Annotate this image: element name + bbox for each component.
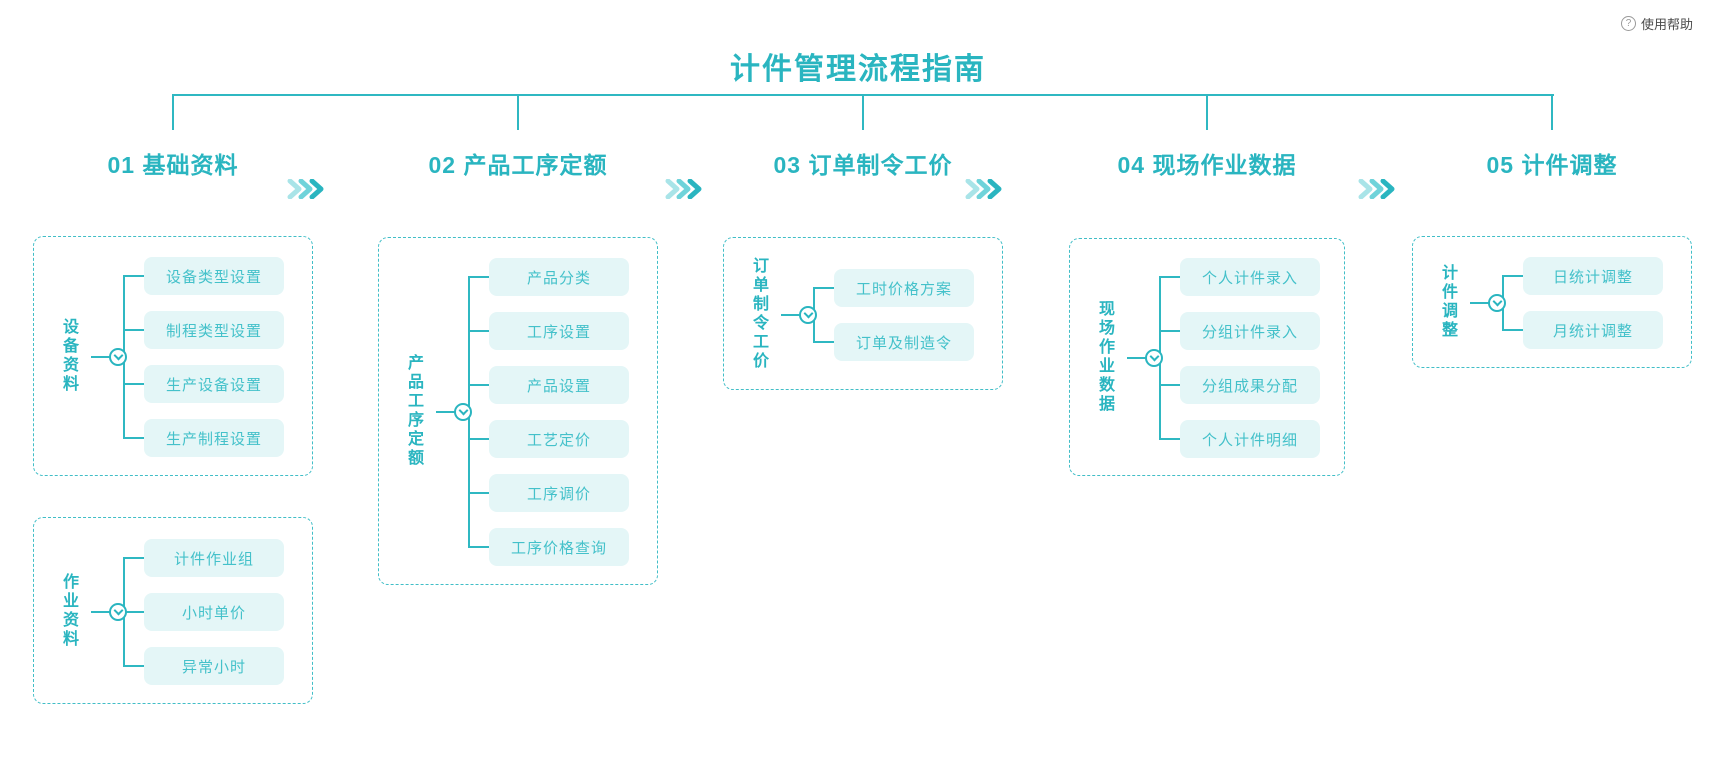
triple-chevron-right-icon bbox=[1358, 178, 1398, 200]
chevron-down-icon bbox=[1492, 296, 1502, 307]
connector-line bbox=[1159, 438, 1180, 440]
tree-node-item[interactable]: 工序调价 bbox=[489, 474, 629, 512]
tree-node-item[interactable]: 个人计件明细 bbox=[1180, 420, 1320, 458]
tree-node-item[interactable]: 日统计调整 bbox=[1523, 257, 1663, 295]
panel-label: 产品工序定额 bbox=[407, 355, 424, 467]
connector-line bbox=[468, 492, 489, 494]
connector-line bbox=[123, 329, 144, 331]
chevron-down-icon bbox=[803, 308, 813, 319]
help-label: 使用帮助 bbox=[1640, 17, 1693, 32]
connector-line bbox=[468, 384, 489, 386]
tree-node-item[interactable]: 产品分类 bbox=[489, 258, 629, 296]
question-circle-icon: ? bbox=[1620, 16, 1636, 31]
connector-line bbox=[781, 314, 801, 316]
triple-chevron-right-icon bbox=[287, 178, 327, 200]
connector-line bbox=[1502, 275, 1523, 277]
connector-line bbox=[123, 437, 144, 439]
chevron-down-circle-toggle[interactable] bbox=[109, 348, 127, 366]
tree-node-item[interactable]: 计件作业组 bbox=[144, 539, 284, 577]
tree-node-item[interactable]: 工时价格方案 bbox=[834, 269, 974, 307]
connector-line bbox=[436, 411, 456, 413]
connector-line bbox=[123, 383, 144, 385]
tree-node-item[interactable]: 产品设置 bbox=[489, 366, 629, 404]
connector-line bbox=[91, 356, 111, 358]
connector-line bbox=[123, 611, 144, 613]
chevron-down-icon bbox=[113, 350, 123, 361]
triple-chevron-right-icon bbox=[965, 178, 1005, 200]
connector-line bbox=[1159, 384, 1180, 386]
connector-line bbox=[468, 330, 489, 332]
panel-s4-1: 现场作业数据 个人计件录入分组计件录入分组成果分配个人计件明细 bbox=[1069, 238, 1345, 476]
panel-label: 设备资料 bbox=[62, 319, 79, 393]
panel-s5-1: 计件调整 日统计调整月统计调整 bbox=[1412, 236, 1692, 368]
tree-node-item[interactable]: 设备类型设置 bbox=[144, 257, 284, 295]
tree-node-item[interactable]: 工艺定价 bbox=[489, 420, 629, 458]
panel-s1-2: 作业资料 计件作业组小时单价异常小时 bbox=[33, 517, 313, 704]
title-bracket-drop bbox=[172, 94, 174, 130]
connector-line bbox=[468, 276, 489, 278]
connector-line bbox=[1127, 357, 1147, 359]
tree-node-item[interactable]: 分组成果分配 bbox=[1180, 366, 1320, 404]
tree-node-item[interactable]: 月统计调整 bbox=[1523, 311, 1663, 349]
connector-line bbox=[813, 287, 834, 289]
page-title: 计件管理流程指南 bbox=[730, 53, 986, 86]
connector-line bbox=[123, 665, 144, 667]
connector-line bbox=[123, 557, 144, 559]
tree-node-item[interactable]: 工序设置 bbox=[489, 312, 629, 350]
tree-node-item[interactable]: 个人计件录入 bbox=[1180, 258, 1320, 296]
tree-node-item[interactable]: 制程类型设置 bbox=[144, 311, 284, 349]
connector-line bbox=[1470, 302, 1490, 304]
panel-label: 作业资料 bbox=[62, 573, 79, 648]
tree-node-item[interactable]: 生产制程设置 bbox=[144, 419, 284, 457]
section-header-04: 04 现场作业数据 bbox=[1117, 152, 1297, 178]
panel-s1-1: 设备资料 设备类型设置制程类型设置生产设备设置生产制程设置 bbox=[33, 236, 313, 476]
triple-chevron-right-icon bbox=[665, 178, 705, 200]
tree-node-item[interactable]: 异常小时 bbox=[144, 647, 284, 685]
connector-line bbox=[468, 438, 489, 440]
tree-node-item[interactable]: 生产设备设置 bbox=[144, 365, 284, 403]
chevron-down-circle-toggle[interactable] bbox=[1145, 349, 1163, 367]
help-link[interactable]: ? 使用帮助 bbox=[1620, 14, 1693, 33]
panel-s3-1: 订单制令工价 工时价格方案订单及制造令 bbox=[723, 237, 1003, 390]
connector-line bbox=[1159, 276, 1180, 278]
panel-label: 现场作业数据 bbox=[1098, 301, 1115, 413]
panel-label: 订单制令工价 bbox=[752, 257, 769, 370]
connector-line bbox=[468, 546, 489, 548]
title-bracket-drop bbox=[862, 94, 864, 130]
chevron-down-icon bbox=[458, 405, 468, 416]
section-header-01: 01 基础资料 bbox=[107, 152, 239, 178]
section-header-05: 05 计件调整 bbox=[1486, 152, 1618, 178]
chevron-down-icon bbox=[1149, 351, 1159, 362]
connector-line bbox=[1502, 329, 1523, 331]
section-header-03: 03 订单制令工价 bbox=[773, 152, 953, 178]
chevron-down-icon bbox=[113, 605, 123, 616]
section-header-02: 02 产品工序定额 bbox=[428, 152, 608, 178]
connector-line bbox=[123, 275, 144, 277]
chevron-down-circle-toggle[interactable] bbox=[1488, 294, 1506, 312]
panel-s2-1: 产品工序定额 产品分类工序设置产品设置工艺定价工序调价工序价格查询 bbox=[378, 237, 658, 585]
title-bracket-drop bbox=[1551, 94, 1553, 130]
chevron-down-circle-toggle[interactable] bbox=[799, 306, 817, 324]
connector-line bbox=[813, 341, 834, 343]
tree-node-item[interactable]: 小时单价 bbox=[144, 593, 284, 631]
connector-line bbox=[1159, 330, 1180, 332]
tree-node-item[interactable]: 工序价格查询 bbox=[489, 528, 629, 566]
chevron-down-circle-toggle[interactable] bbox=[109, 603, 127, 621]
title-bracket-drop bbox=[1206, 94, 1208, 130]
tree-node-item[interactable]: 订单及制造令 bbox=[834, 323, 974, 361]
tree-node-item[interactable]: 分组计件录入 bbox=[1180, 312, 1320, 350]
panel-label: 计件调整 bbox=[1441, 265, 1458, 339]
connector-line bbox=[91, 611, 111, 613]
chevron-down-circle-toggle[interactable] bbox=[454, 403, 472, 421]
title-bracket-drop bbox=[517, 94, 519, 130]
